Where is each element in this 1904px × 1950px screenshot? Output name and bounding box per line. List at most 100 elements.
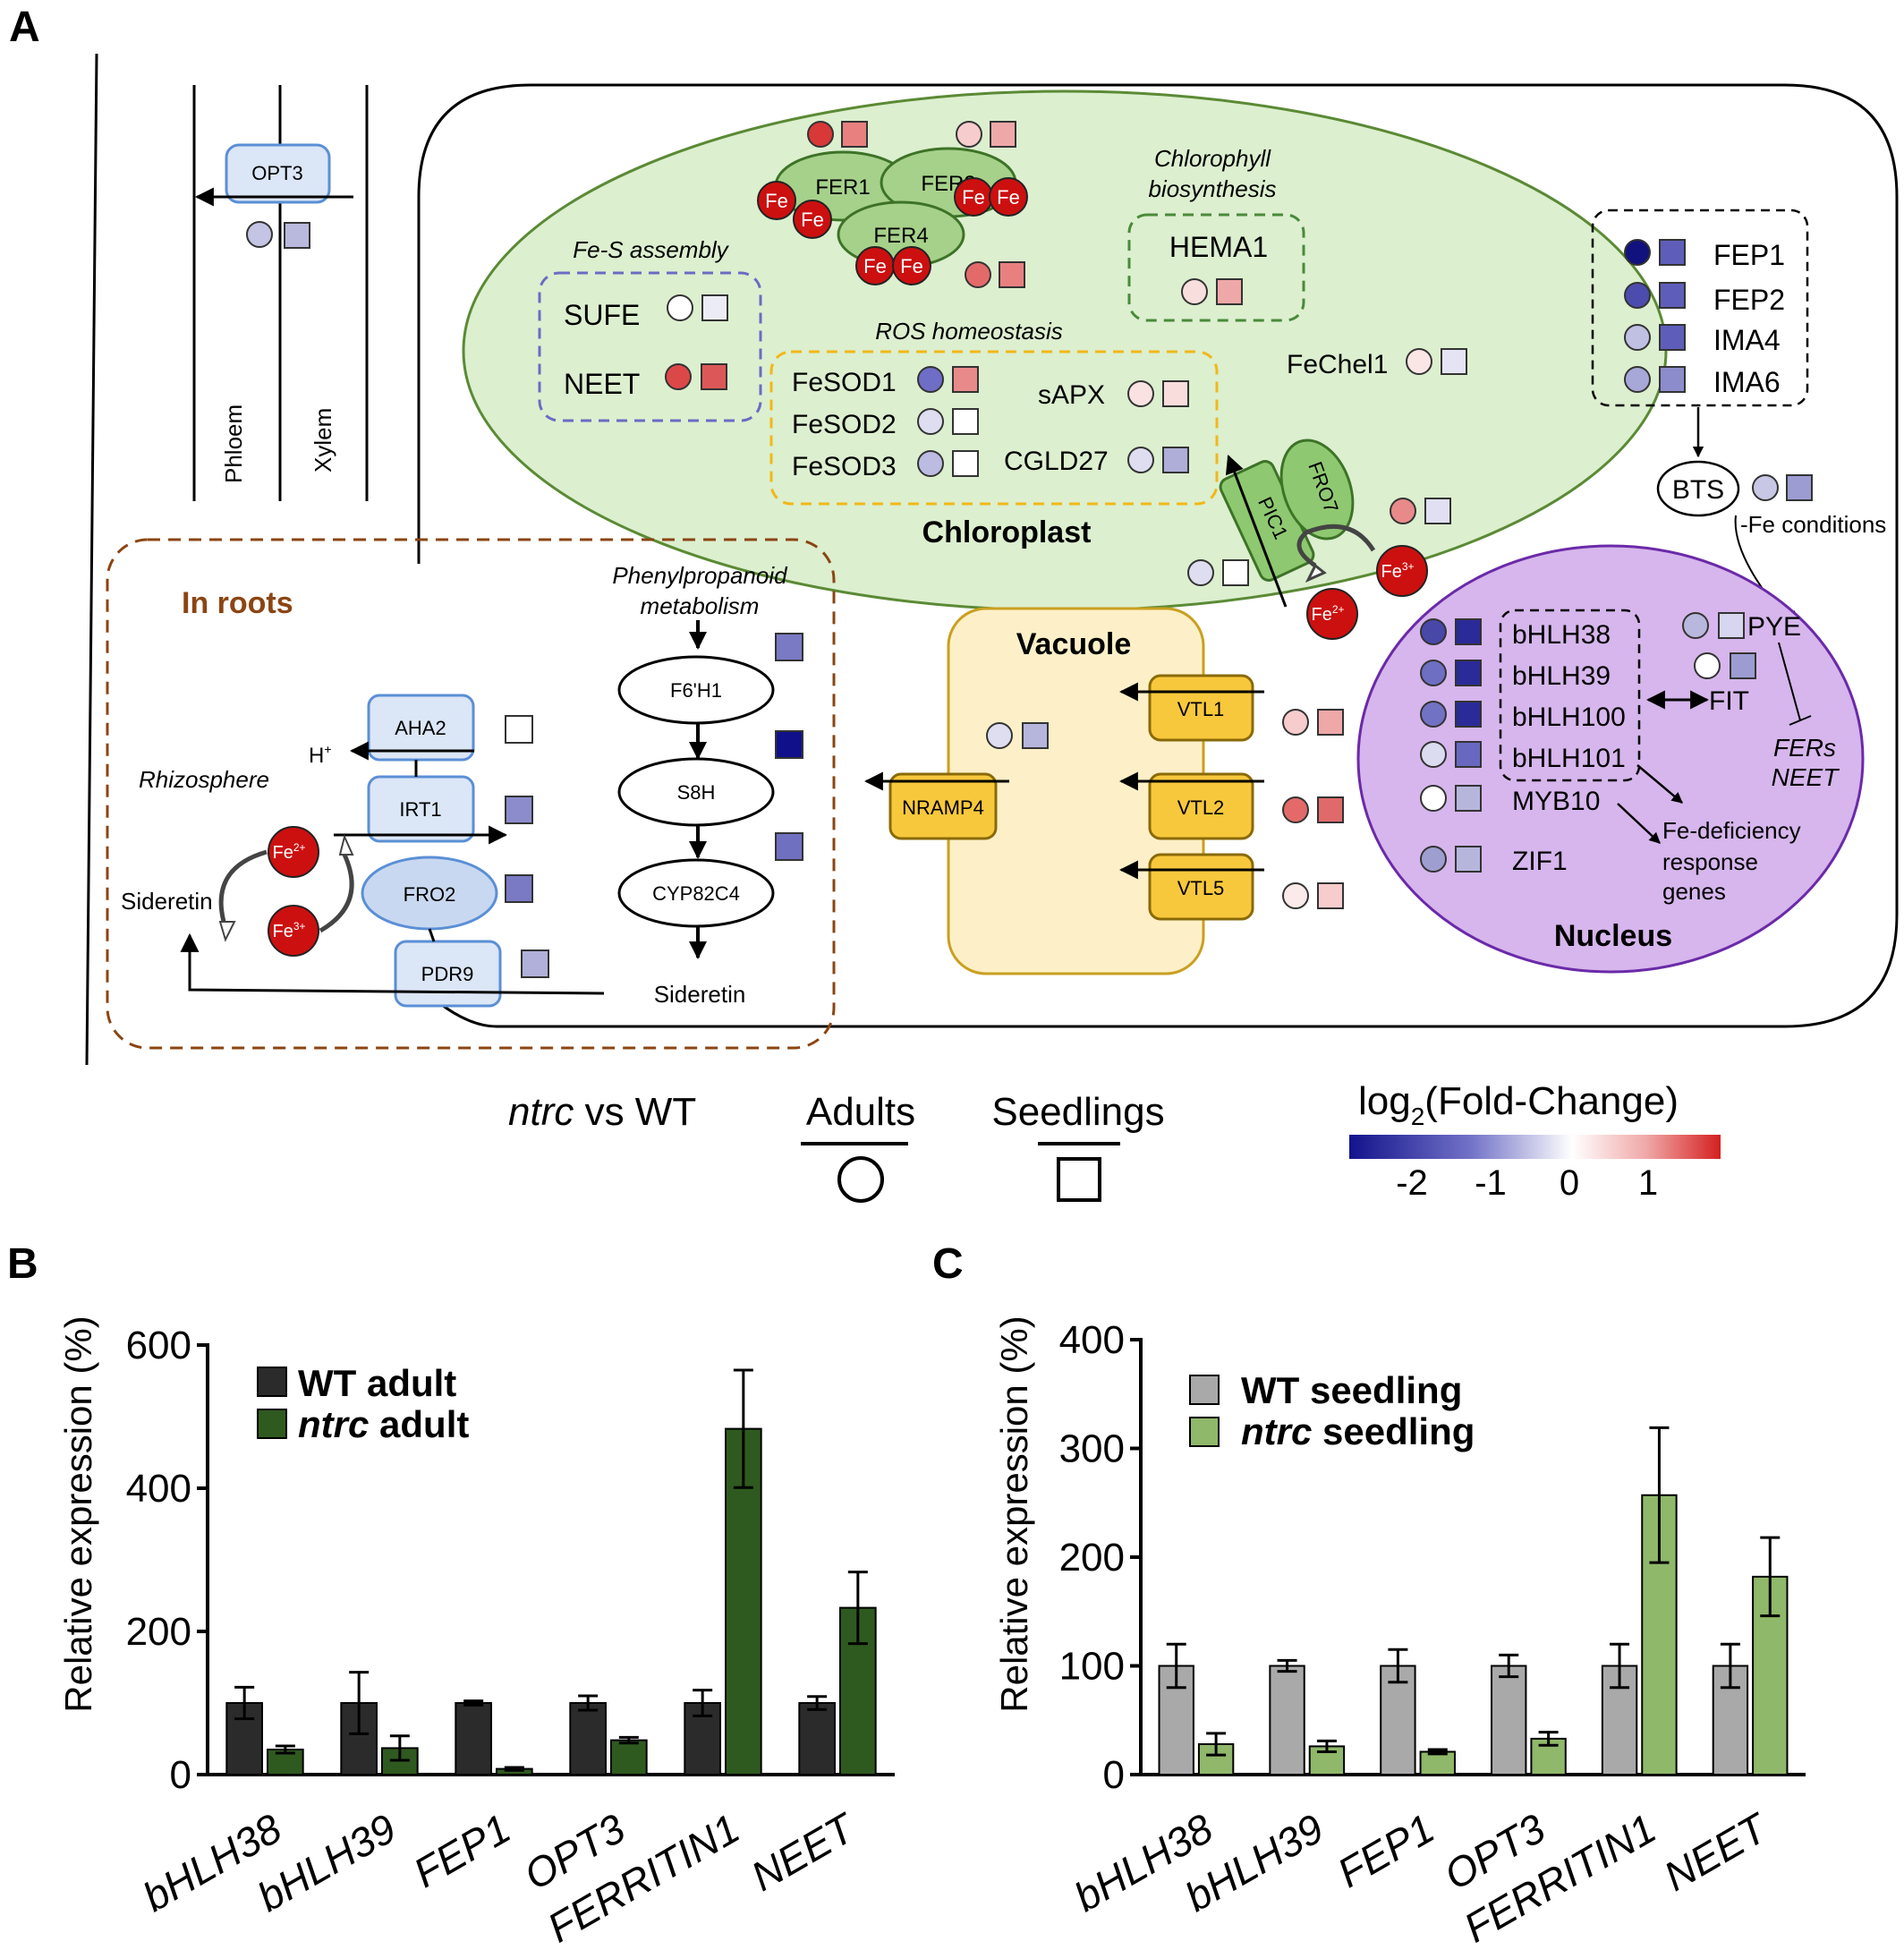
peptides-box: FEP1 FEP2 IMA4 IMA6 [1591, 209, 1809, 458]
sufe-adult-marker [667, 294, 693, 321]
chart-c-xtick-neet: NEET [1656, 1803, 1777, 1900]
panel-b-label: B [7, 1240, 38, 1288]
chl-title-2: biosynthesis [1148, 175, 1276, 202]
fit-label: FIT [1709, 686, 1749, 716]
fep2-seedling-marker [1659, 282, 1686, 309]
ros-box: ROS homeostasis FeSOD1 FeSOD2 FeSOD3 sAP… [769, 318, 1219, 506]
fesod2-label: FeSOD2 [792, 410, 897, 439]
myb10-adult-marker [1420, 785, 1447, 812]
chart-b-ytick-label-1: 200 [126, 1610, 191, 1654]
fro7-adult-marker [1390, 498, 1416, 524]
color-scale-bar [1349, 1135, 1721, 1159]
irt1-seedling-marker [505, 796, 533, 824]
legend: ntrc vs WT Adults Seedlings log2(Fold-Ch… [508, 1079, 1721, 1203]
comparison-label: ntrc vs WT [508, 1090, 696, 1134]
fep1-seedling-marker [1659, 239, 1686, 266]
bts-label: BTS [1672, 475, 1724, 505]
fer3-seedling-marker [990, 121, 1016, 148]
chart-b-ytick-label-3: 600 [126, 1324, 191, 1367]
pathway-title-1: Phenylpropanoid [612, 562, 788, 589]
pdr9 [394, 940, 502, 1008]
fesod1-adult-marker [917, 366, 944, 393]
roots-box [106, 538, 836, 1050]
fe-conditions-label: -Fe conditions [1740, 511, 1886, 538]
root-fe3 [268, 905, 319, 957]
aha2-seedling-marker [505, 715, 533, 744]
fesod3-adult-marker [917, 450, 944, 477]
sufe-label: SUFE [564, 299, 640, 331]
irt1 [367, 775, 475, 843]
scale-tick-1: -2 [1396, 1163, 1428, 1203]
vtl5-seedling-marker [1317, 882, 1344, 909]
pathway-title-2: metabolism [641, 592, 760, 619]
zif1-seedling-marker [1455, 846, 1482, 873]
phloem-label: Phloem [220, 404, 247, 483]
pye-adult-marker [1682, 612, 1709, 639]
ferritin-fe-4 [989, 177, 1028, 217]
fechel1-adult-marker [1406, 348, 1432, 375]
bts [1656, 460, 1740, 517]
s8h-label: S8H [677, 781, 716, 804]
neet-adult-marker [665, 363, 692, 390]
fesod1-label: FeSOD1 [792, 368, 897, 397]
myb10-seedling-marker [1455, 785, 1482, 812]
nramp4-adult-marker [986, 722, 1013, 749]
chart-b-ytick-label-0: 0 [170, 1753, 191, 1797]
fer4-adult-marker [965, 261, 991, 288]
vtl1-label: VTL1 [1177, 698, 1225, 720]
bts-seedling-marker [1786, 474, 1813, 501]
aha2 [367, 694, 475, 762]
pye-inhibition [1778, 642, 1801, 721]
opt3-seedling-marker [284, 222, 310, 249]
chart-b-legend-swatch-wt [257, 1367, 287, 1397]
irt1-label: IRT1 [399, 798, 441, 821]
chart-c-legend-wt: WT seedling [1241, 1369, 1462, 1411]
bhlh38-seedling-marker [1455, 618, 1482, 645]
chart-b-bar-wt-neet [798, 1702, 837, 1775]
fro7 [1279, 439, 1355, 541]
chart-c-legend-swatch-ntrc [1189, 1417, 1220, 1447]
bhlh39-adult-marker [1420, 660, 1447, 686]
fer3-adult-marker [956, 121, 982, 148]
svg-text:Fe2+: Fe2+ [1311, 603, 1344, 625]
sapx-seedling-marker [1162, 380, 1189, 407]
fer1-label: FER1 [815, 175, 870, 200]
adults-label: Adults [806, 1090, 915, 1134]
ima6-label: IMA6 [1713, 366, 1781, 398]
sideretin-left-label: Sideretin [121, 888, 213, 915]
response-3: genes [1662, 878, 1726, 905]
opt3-adult-marker [246, 221, 273, 248]
pdr9-seedling-marker [521, 949, 549, 978]
fesod2-seedling-marker [952, 408, 979, 435]
ferritin-fe-2 [793, 200, 832, 239]
chart-c-xtick-fep1: FEP1 [1330, 1805, 1442, 1897]
chart-c-ytick-label-2: 200 [1059, 1536, 1125, 1580]
pye-label: PYE [1747, 612, 1801, 642]
chart-c-bar-ntrc-fep1 [1419, 1750, 1456, 1775]
zif1-label: ZIF1 [1512, 847, 1568, 876]
fro7-seedling-marker [1424, 498, 1451, 524]
rhizosphere-label: Rhizosphere [139, 766, 269, 793]
scale-tick-4: 1 [1638, 1163, 1658, 1203]
chart-b-xtick-neet: NEET [744, 1803, 864, 1900]
sufe-seedling-marker [701, 294, 728, 321]
vtl2-seedling-marker [1317, 796, 1344, 823]
fesod2-adult-marker [917, 408, 944, 435]
seedlings-symbol [1057, 1157, 1101, 1202]
vacuole-label: Vacuole [1016, 627, 1132, 661]
bhlh101-adult-marker [1420, 741, 1447, 768]
cyp82c4-seedling-marker [775, 832, 803, 861]
vtl2-adult-marker [1282, 796, 1309, 823]
sapx-label: sAPX [1038, 380, 1105, 410]
chart-b-legend-ntrc: ntrc adult [298, 1403, 469, 1445]
bhlh39-seedling-marker [1455, 660, 1482, 686]
bts-adult-marker [1752, 474, 1779, 501]
chart-c-ytick-label-3: 300 [1059, 1427, 1125, 1471]
bhlh39-label: bHLH39 [1512, 661, 1611, 691]
ima6-seedling-marker [1659, 366, 1686, 393]
vacuole-transporters: VTL1 VTL2 VTL5 NRAMP4 [863, 674, 1344, 921]
ferritin-fe-6 [892, 246, 931, 285]
vtl5-adult-marker [1282, 882, 1309, 909]
chart-b: Relative expression (%) WT adult ntrc ad… [57, 1316, 895, 1950]
